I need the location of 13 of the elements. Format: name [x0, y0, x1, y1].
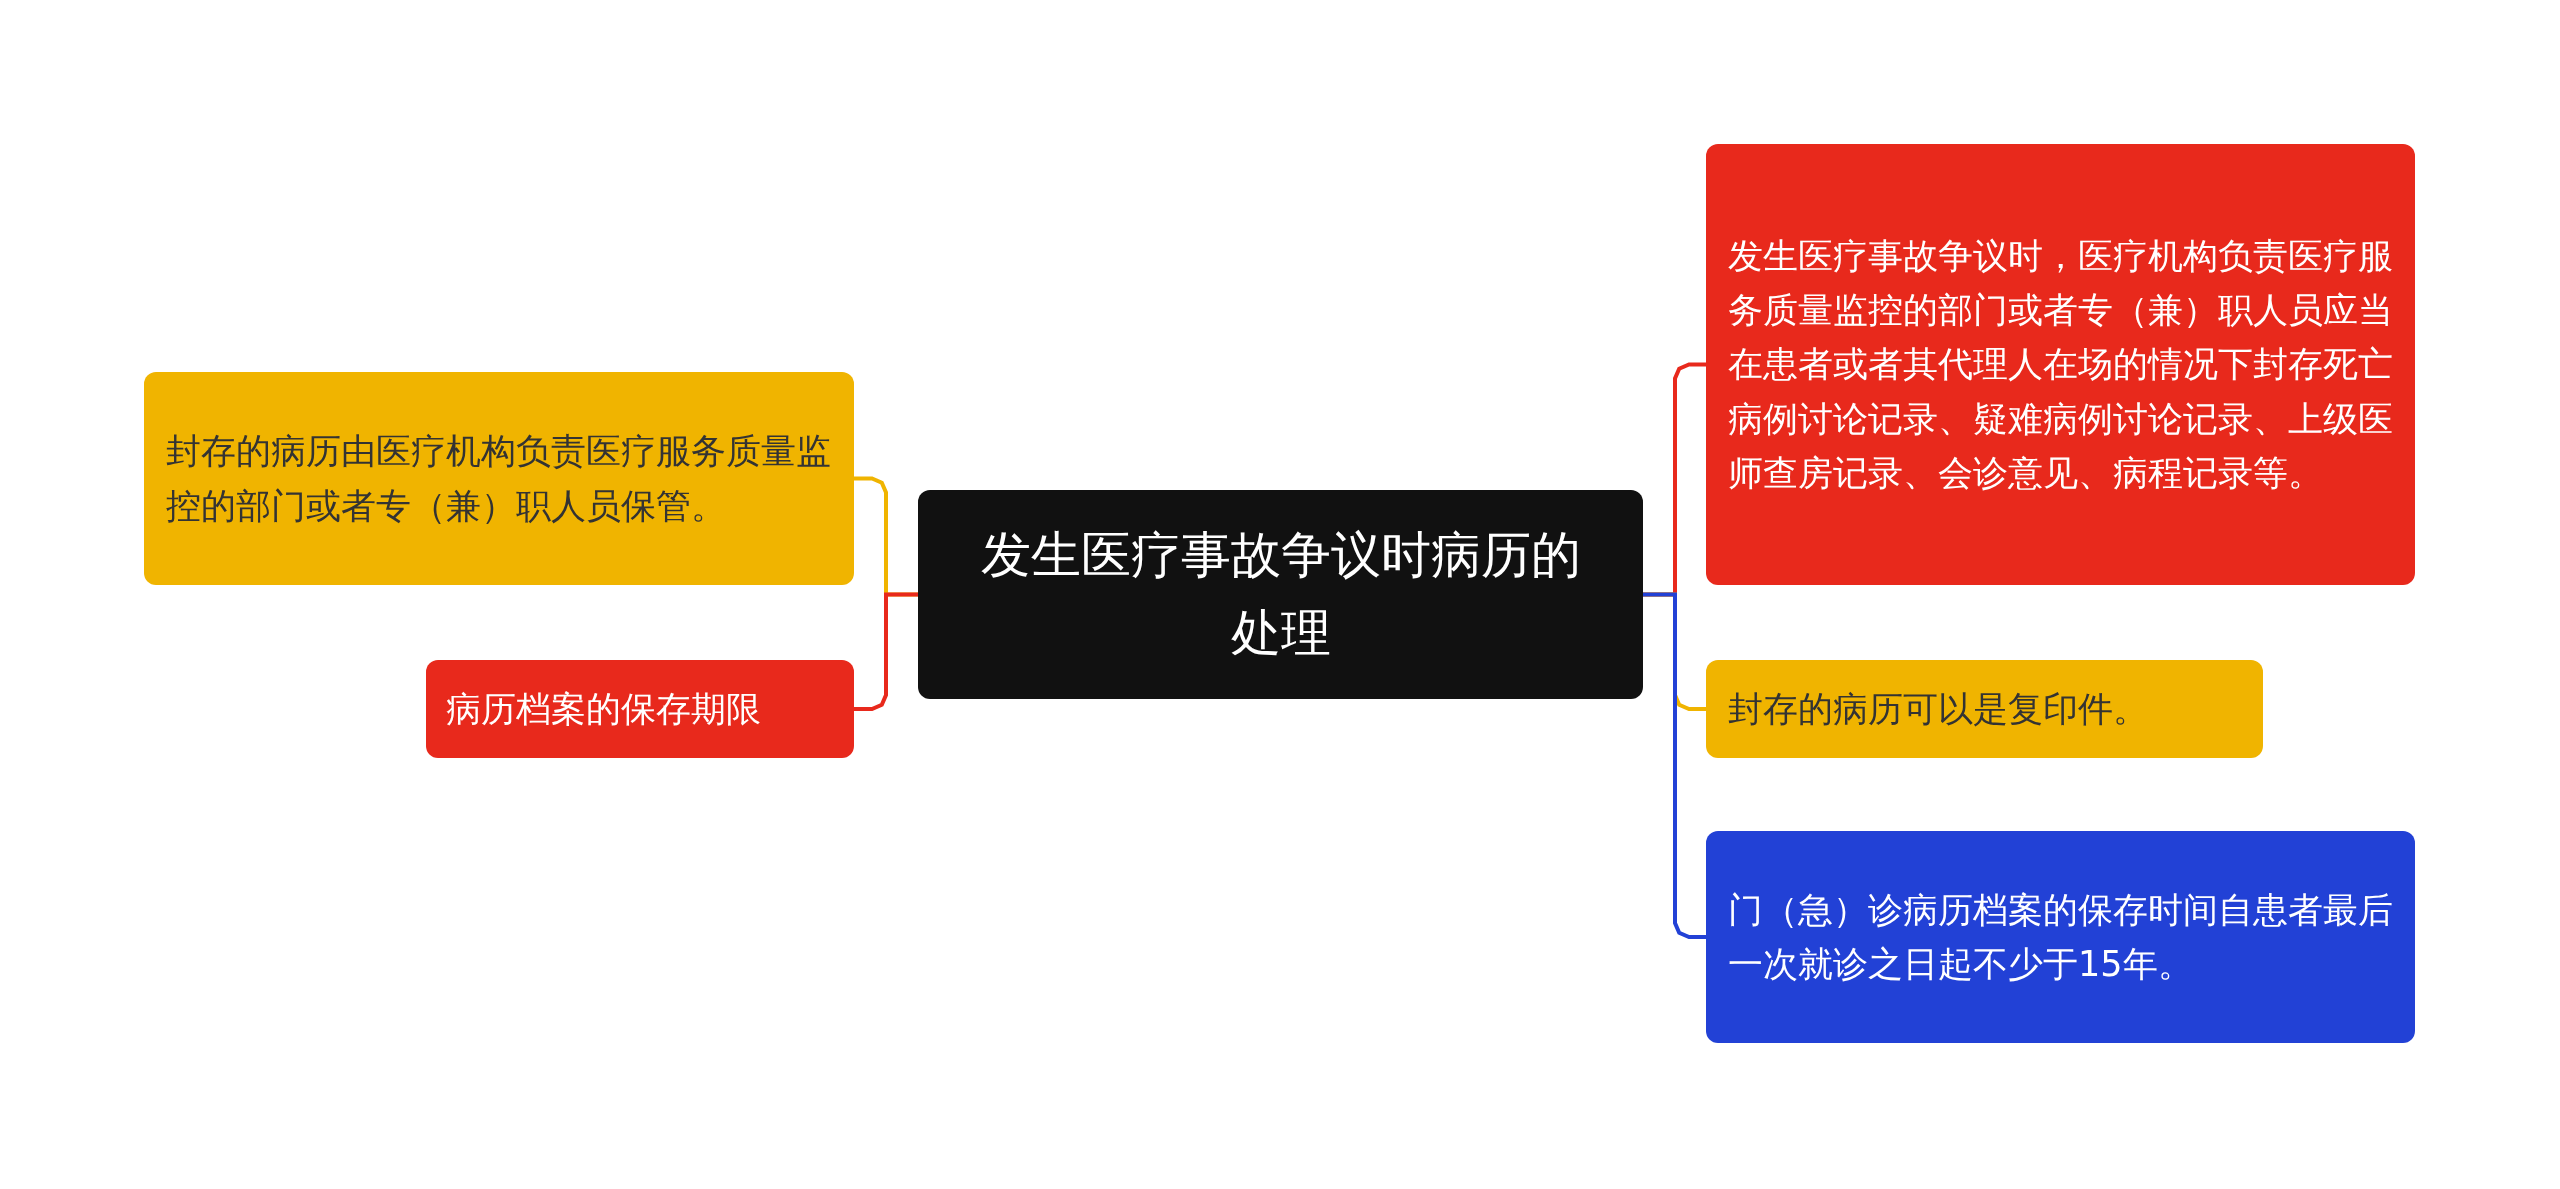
- branch-box: [1706, 660, 2263, 758]
- branch-text: 病历档案的保存期限: [446, 687, 761, 731]
- branch-text: 封存的病历可以是复印件。: [1728, 687, 2148, 731]
- branch-box: [1706, 831, 2415, 1043]
- connector-line: [854, 592, 918, 711]
- branch-text: 发生医疗事故争议时，医疗机构负责医疗服务质量监控的部门或者专（兼）职人员应当在患者或者其代理人在场的情况下封存死亡病例讨论记录、疑难病例讨论记录、上级医师查房记录、会诊意见、病程记录等。: [1728, 234, 2393, 495]
- branch-box: [144, 372, 854, 585]
- topic-box: [918, 490, 1643, 699]
- branch-box: [1706, 144, 2415, 585]
- branch-text: 门（急）诊病历档案的保存时间自患者最后一次就诊之日起不少于15年。: [1728, 888, 2393, 986]
- topic-text: 发生医疗事故争议时病历的处理: [979, 525, 1582, 664]
- branch-text: 封存的病历由医疗机构负责医疗服务质量监控的部门或者专（兼）职人员保管。: [166, 430, 832, 528]
- branch-box: [426, 660, 854, 758]
